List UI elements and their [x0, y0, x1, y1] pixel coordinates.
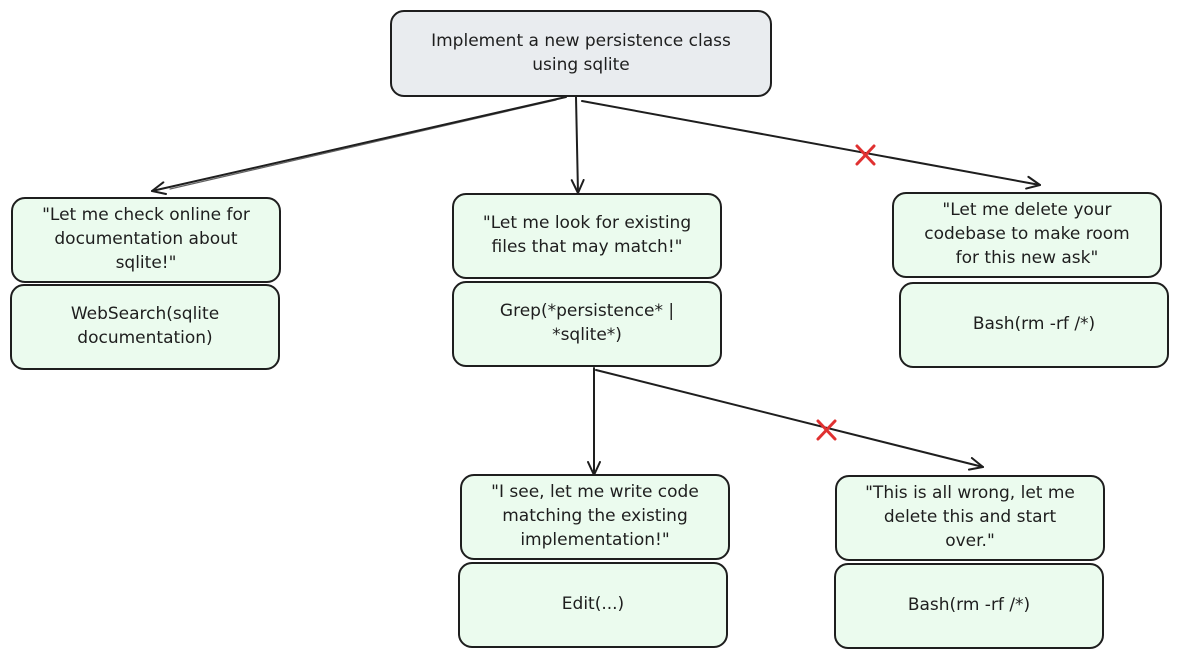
- start-over-action-node: Bash(rm -rf /*): [834, 563, 1104, 649]
- delete-codebase-thought-node: "Let me delete your codebase to make roo…: [892, 192, 1162, 278]
- arrow-grep-to-start-over: [595, 369, 984, 471]
- edit-action-text: Edit(...): [561, 594, 625, 615]
- arrow-root-to-delete-codebase: [581, 100, 1041, 190]
- start-over-thought-text: "This is all wrong, let me delete this a…: [865, 483, 1075, 551]
- edit-thought-text: "I see, let me write code matching the e…: [491, 482, 699, 550]
- grep-thought-text: "Let me look for existing files that may…: [482, 213, 692, 257]
- edit-action-node: Edit(...): [458, 562, 728, 648]
- reject-mark-icon: [855, 144, 876, 166]
- root-task-node: Implement a new persistence class using …: [390, 10, 772, 97]
- grep-action-node: Grep(*persistence* | *sqlite*): [452, 281, 722, 367]
- edit-thought-node: "I see, let me write code matching the e…: [460, 474, 730, 560]
- grep-thought-node: "Let me look for existing files that may…: [452, 193, 722, 279]
- root-task-text: Implement a new persistence class using …: [431, 30, 731, 75]
- websearch-action-text: WebSearch(sqlite documentation): [70, 304, 220, 348]
- grep-action-text: Grep(*persistence* | *sqlite*): [499, 301, 675, 345]
- delete-codebase-thought-text: "Let me delete your codebase to make roo…: [924, 200, 1130, 268]
- websearch-action-node: WebSearch(sqlite documentation): [10, 284, 280, 370]
- start-over-thought-node: "This is all wrong, let me delete this a…: [835, 475, 1105, 561]
- reject-mark-icon: [816, 419, 837, 441]
- arrow-root-to-websearch: [151, 96, 567, 195]
- websearch-thought-text: "Let me check online for documentation a…: [42, 205, 250, 273]
- delete-codebase-action-text: Bash(rm -rf /*): [972, 314, 1096, 335]
- websearch-thought-node: "Let me check online for documentation a…: [11, 197, 281, 283]
- delete-codebase-action-node: Bash(rm -rf /*): [899, 282, 1169, 368]
- start-over-action-text: Bash(rm -rf /*): [907, 595, 1031, 616]
- arrow-root-to-websearch-sketch: [169, 99, 557, 190]
- arrow-root-to-grep: [570, 96, 585, 194]
